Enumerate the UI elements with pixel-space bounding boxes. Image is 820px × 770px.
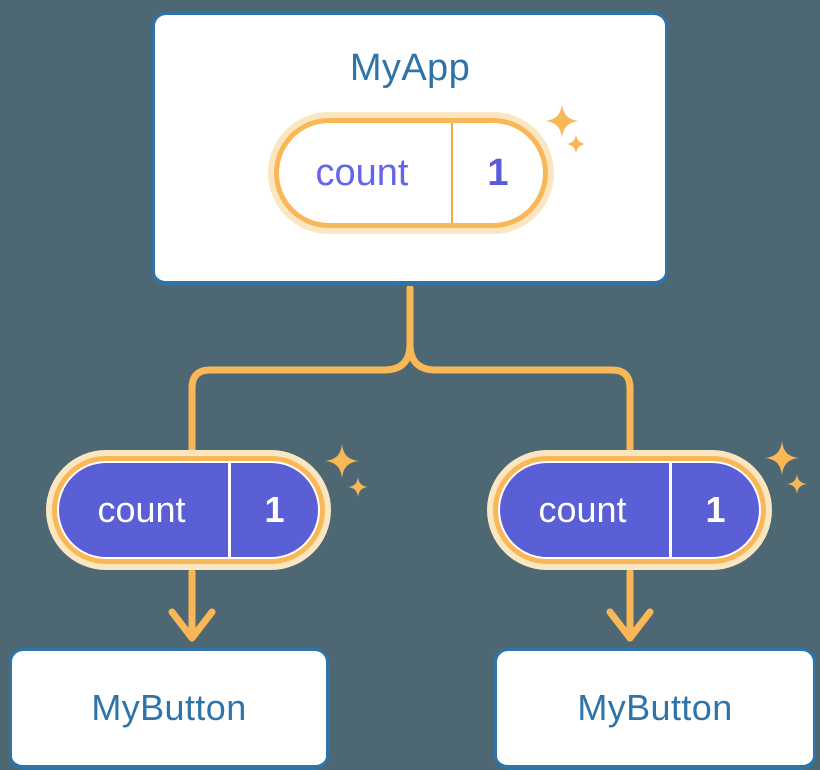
state-pill-body: count 1 (498, 461, 761, 559)
state-pill-ring: count 1 (52, 456, 325, 564)
card-mybutton-title: MyButton (91, 687, 247, 728)
sparkle-small-icon (787, 474, 807, 494)
state-key-label: count (315, 151, 409, 194)
state-pill-child-left[interactable]: count 1 (46, 450, 331, 570)
sparkle-icon (765, 441, 799, 475)
state-pill-myapp[interactable]: count 1 (268, 112, 554, 234)
state-key-label: count (538, 489, 627, 530)
state-value-label: 1 (669, 463, 759, 557)
state-pill-ring: count 1 (493, 456, 766, 564)
state-pill-child-right[interactable]: count 1 (487, 450, 772, 570)
connector-branch-left (188, 340, 414, 456)
arrow-down-right-head (606, 608, 654, 642)
card-myapp-title: MyApp (349, 47, 471, 89)
card-mybutton-title: MyButton (577, 687, 733, 728)
card-mybutton-left[interactable]: MyButton (9, 648, 329, 770)
state-key-label: count (97, 489, 186, 530)
card-mybutton-right[interactable]: MyButton (494, 648, 816, 770)
state-pill-ring: count 1 (274, 118, 548, 228)
state-pill-body: count 1 (279, 123, 543, 223)
state-value-label: 1 (228, 463, 318, 557)
state-pill-body: count 1 (57, 461, 320, 559)
sparkle-icon (325, 444, 359, 478)
sparkle-small-icon (348, 477, 368, 497)
arrow-down-left-head (168, 608, 216, 642)
connector-branch-right (406, 340, 634, 456)
state-value-label: 1 (451, 123, 543, 223)
